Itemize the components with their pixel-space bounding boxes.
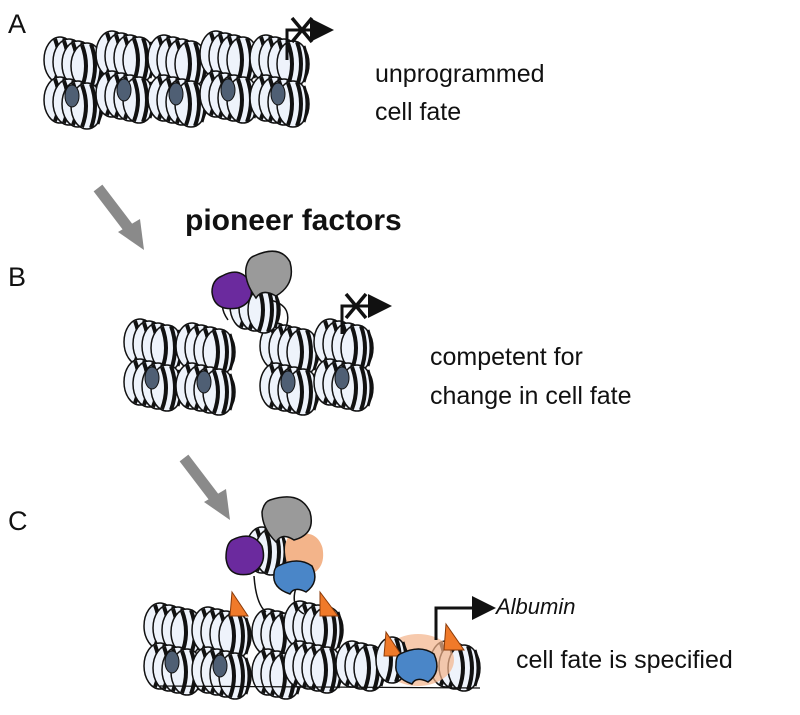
linker-dna — [253, 575, 305, 615]
nucleosome-cluster — [190, 605, 253, 701]
caption-b-line-1: competent for — [430, 343, 583, 371]
transition-label: pioneer factors — [185, 204, 402, 237]
caption-c: cell fate is specified — [516, 646, 733, 674]
transition-arrow-b-to-c — [179, 454, 230, 520]
panel-letter-b: B — [8, 262, 26, 292]
purple-pioneer-factor — [211, 271, 253, 310]
nucleosome-cluster — [146, 33, 209, 129]
nucleosome-cluster — [122, 317, 185, 413]
dna-strand — [159, 685, 481, 689]
gene-label: Albumin — [494, 594, 575, 619]
nucleosome-cluster — [198, 29, 261, 125]
nucleosome-cluster — [42, 35, 105, 131]
panel-letter-a: A — [8, 9, 26, 39]
active-transcription-arrow — [434, 596, 496, 640]
caption-b-line-2: change in cell fate — [430, 382, 632, 410]
caption-a-line-2: cell fate — [375, 98, 461, 126]
panel-letter-c: C — [8, 506, 28, 536]
nucleosome-cluster — [248, 33, 311, 129]
caption-a-line-1: unprogrammed — [375, 60, 545, 88]
blocked-transcription-arrow — [340, 292, 392, 334]
chromatin-fiber-c — [142, 496, 496, 701]
purple-pioneer-factor — [225, 535, 265, 576]
histone-mark — [319, 590, 339, 617]
transition-arrow-a-to-b — [93, 184, 144, 250]
gray-pioneer-factor — [244, 250, 293, 300]
albumin-enhancer-complex — [374, 596, 496, 686]
chromatin-fiber-a — [42, 16, 334, 131]
gray-pioneer-factor — [261, 496, 312, 544]
blue-factor — [273, 560, 316, 595]
histone-mark — [383, 630, 403, 657]
histone-mark — [229, 590, 249, 617]
nucleosome-cluster — [174, 321, 237, 417]
nucleosome-cluster — [94, 29, 157, 125]
blocked-transcription-arrow — [285, 16, 334, 60]
chromatin-fiber-b — [122, 250, 392, 417]
histone-mark — [443, 622, 465, 651]
blue-factor — [395, 648, 438, 685]
nucleosome-cluster — [258, 321, 321, 417]
